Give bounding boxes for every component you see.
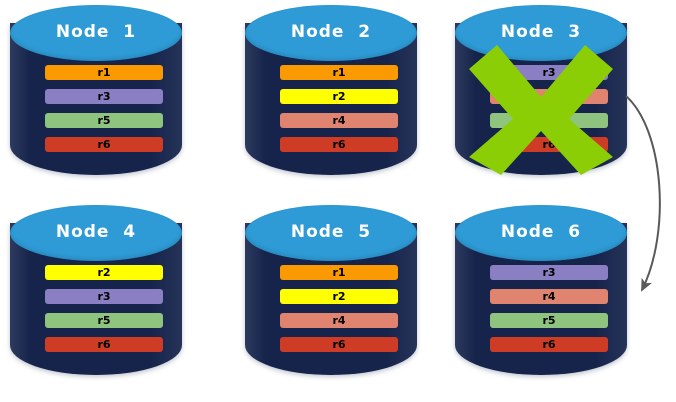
shard-r2[interactable]: r2	[280, 89, 398, 104]
shard-list: r1 r3 r5 r6	[45, 65, 163, 152]
shard-list: r3 r4 r5 r6	[490, 65, 608, 152]
shard-r2[interactable]: r2	[45, 265, 163, 280]
shard-r4[interactable]: r4	[280, 113, 398, 128]
shard-r6[interactable]: r6	[45, 137, 163, 152]
shard-r5[interactable]: r5	[490, 113, 608, 128]
cylinder-top	[455, 205, 627, 261]
shard-r1[interactable]: r1	[280, 265, 398, 280]
node-title: Node 6	[500, 222, 582, 242]
shard-r4[interactable]: r4	[280, 313, 398, 328]
node-3[interactable]: Node 3 r3 r4 r5 r6	[455, 5, 627, 187]
cylinder-top	[245, 5, 417, 61]
node-6[interactable]: Node 6 r3 r4 r5 r6	[455, 205, 627, 387]
shard-r6[interactable]: r6	[490, 137, 608, 152]
cylinder-top	[10, 5, 182, 61]
node-1[interactable]: Node 1 r1 r3 r5 r6	[10, 5, 182, 187]
shard-r5[interactable]: r5	[490, 313, 608, 328]
node-title: Node 4	[55, 222, 137, 242]
shard-r5[interactable]: r5	[45, 113, 163, 128]
shard-r1[interactable]: r1	[280, 65, 398, 80]
shard-r4[interactable]: r4	[490, 89, 608, 104]
node-title: Node 5	[290, 222, 372, 242]
node-title: Node 1	[55, 22, 137, 42]
shard-r5[interactable]: r5	[45, 313, 163, 328]
node-title: Node 3	[500, 22, 582, 42]
shard-r3[interactable]: r3	[45, 289, 163, 304]
shard-r6[interactable]: r6	[490, 337, 608, 352]
node-2[interactable]: Node 2 r1 r2 r4 r6	[245, 5, 417, 187]
shard-r2[interactable]: r2	[280, 289, 398, 304]
shard-list: r2 r3 r5 r6	[45, 265, 163, 352]
shard-list: r1 r2 r4 r6	[280, 265, 398, 352]
shard-r4[interactable]: r4	[490, 289, 608, 304]
cylinder-top	[10, 205, 182, 261]
shard-r1[interactable]: r1	[45, 65, 163, 80]
node-4[interactable]: Node 4 r2 r3 r5 r6	[10, 205, 182, 387]
shard-r3[interactable]: r3	[490, 265, 608, 280]
shard-r3[interactable]: r3	[45, 89, 163, 104]
shard-list: r1 r2 r4 r6	[280, 65, 398, 152]
cylinder-top	[245, 205, 417, 261]
shard-list: r3 r4 r5 r6	[490, 265, 608, 352]
shard-r6[interactable]: r6	[45, 337, 163, 352]
node-5[interactable]: Node 5 r1 r2 r4 r6	[245, 205, 417, 387]
shard-r6[interactable]: r6	[280, 137, 398, 152]
node-title: Node 2	[290, 22, 372, 42]
shard-r3[interactable]: r3	[490, 65, 608, 80]
shard-r6[interactable]: r6	[280, 337, 398, 352]
